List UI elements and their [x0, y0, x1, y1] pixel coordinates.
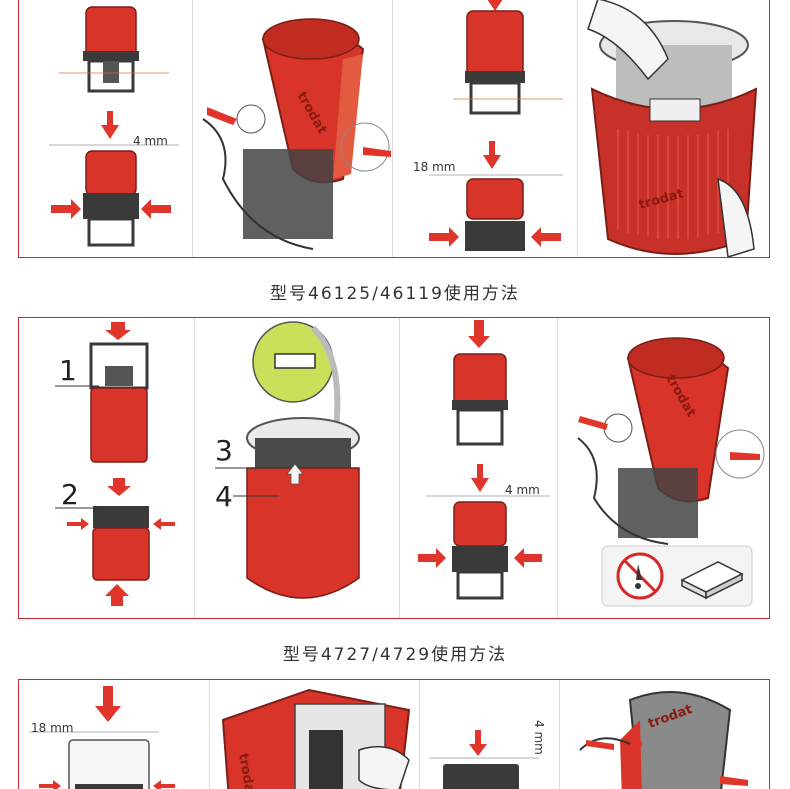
down-arrow-icon [468, 320, 490, 348]
up-arrow-icon [286, 463, 304, 485]
stamp-compress-figure-2 [429, 0, 563, 251]
depth-label: 18 mm [31, 721, 73, 735]
right-arrow-icon [418, 548, 446, 568]
left-arrow-icon [514, 548, 542, 568]
stamp-compress-figure-3 [418, 320, 550, 600]
down-arrow-icon [483, 141, 501, 169]
down-arrow-icon [101, 111, 119, 139]
right-arrow-icon [207, 107, 237, 125]
instruction-panel-3: 18 mm trodat 4 mm trodat [18, 679, 770, 789]
left-arrow-icon [153, 780, 175, 789]
left-arrow-icon [531, 227, 561, 247]
depth-small-label: 4 mm [133, 134, 168, 148]
panel-divider [559, 680, 560, 789]
depth-small-label: 4 mm [532, 720, 546, 755]
step-figure-3-4: 3 4 [215, 321, 360, 599]
instruction-panel-1: 4 mm trodat [18, 0, 770, 258]
stamp-compress-figure-1 [49, 6, 179, 247]
right-arrow-icon [730, 452, 760, 460]
stamp-side-release-figure-1: trodat [202, 18, 391, 250]
right-arrow-icon [720, 776, 748, 786]
panel-divider [192, 0, 193, 257]
panel-divider [209, 680, 210, 789]
down-arrow-icon [469, 730, 487, 756]
depth-small-label: 4 mm [505, 483, 540, 497]
panel-divider [557, 318, 558, 618]
right-arrow-icon [39, 780, 61, 789]
right-arrow-icon [586, 740, 614, 750]
depth-label: 18 mm [413, 160, 455, 174]
down-arrow-icon [487, 0, 503, 11]
down-arrow-icon [107, 478, 131, 496]
depth-large-label: 18 mm [31, 721, 73, 735]
stamp-compress-figure-5 [429, 730, 539, 789]
right-arrow-icon [363, 147, 391, 157]
right-arrow-icon [51, 199, 81, 219]
panel-divider [419, 680, 420, 789]
depth-label: 4 mm [532, 720, 546, 755]
step-number-1: 1 [59, 354, 77, 387]
model-caption-a: 型号46125/46119使用方法 [270, 284, 520, 304]
depth-label: 4 mm [505, 483, 540, 497]
brand-text: trodat [235, 752, 258, 789]
panel-divider [194, 318, 195, 618]
stamp-side-release-figure-2: trodat [577, 337, 765, 607]
panel-divider [392, 0, 393, 257]
step-number-2: 2 [61, 478, 79, 511]
step-figure-1-2: 1 2 [55, 322, 175, 606]
ink-pad-icon [680, 561, 744, 600]
left-arrow-icon [141, 199, 171, 219]
depth-label: 4 mm [133, 134, 168, 148]
instruction-panel-2: 1 2 3 4 [18, 317, 770, 619]
stamp-open-figure-2: trodat [221, 688, 411, 789]
depth-large-label: 18 mm [413, 160, 455, 174]
step-number-4: 4 [215, 480, 233, 513]
right-arrow-icon [578, 416, 608, 430]
down-arrow-icon [95, 686, 121, 722]
down-arrow-icon [471, 464, 489, 492]
panel-divider [577, 0, 578, 257]
left-arrow-icon [153, 518, 175, 530]
no-ink-icon [616, 552, 664, 600]
right-arrow-icon [67, 518, 89, 530]
stamp-open-figure-1: trodat [587, 0, 758, 257]
panel-divider [399, 318, 400, 618]
up-arrow-icon [105, 584, 129, 606]
right-arrow-icon [429, 227, 459, 247]
stamp-side-release-figure-3: trodat [579, 691, 748, 789]
down-arrow-icon [105, 322, 131, 340]
model-caption-b: 型号4727/4729使用方法 [282, 645, 508, 665]
step-number-3: 3 [215, 434, 233, 467]
stamp-compress-figure-4 [29, 686, 175, 789]
